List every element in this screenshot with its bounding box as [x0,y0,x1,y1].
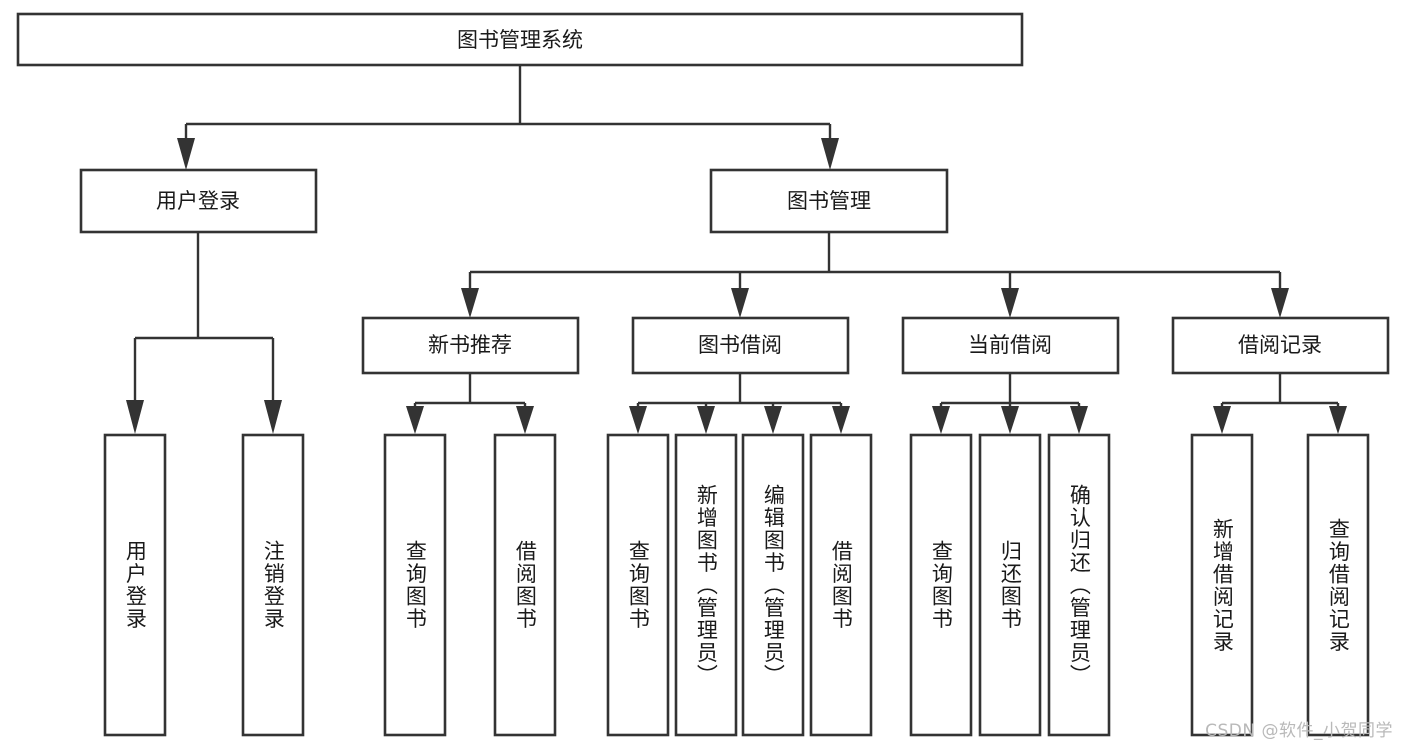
leaf-box-bb-add-book[interactable] [674,433,738,737]
node-borrow-record-box[interactable] [1171,316,1390,375]
leaf-boxes [103,433,1370,737]
arrow-to-new-book [461,288,479,318]
leaf-box-bb-query-book[interactable] [606,433,670,737]
node-user-login-box[interactable] [79,168,318,234]
leaf-box-br-add-record[interactable] [1190,433,1254,737]
node-book-manage-label: 图书管理 [787,189,871,213]
node-book-manage-box[interactable] [709,168,949,234]
leaf-box-logout[interactable] [241,433,305,737]
leaf-box-cb-return-book[interactable] [978,433,1042,737]
leaf-box-bb-edit-book[interactable] [741,433,805,737]
node-root-label: 图书管理系统 [457,28,583,52]
arrow-bb-leaf-3 [764,406,782,434]
arrow-to-leaf-logout [264,400,282,434]
leaf-box-nb-borrow-book[interactable] [493,433,557,737]
arrow-nb-leaf-2 [516,406,534,434]
arrow-br-leaf-1 [1213,406,1231,434]
arrow-to-book-borrow [731,288,749,318]
leaf-box-bb-borrow-book[interactable] [809,433,873,737]
node-book-borrow-label: 图书借阅 [698,333,782,357]
node-book-borrow-box[interactable] [631,316,850,375]
leaf-box-cb-confirm-return[interactable] [1047,433,1111,737]
node-root-box[interactable] [16,12,1024,67]
arrow-bb-leaf-4 [832,406,850,434]
arrow-bb-leaf-2 [697,406,715,434]
arrow-to-leaf-user-login [126,400,144,434]
node-borrow-record-label: 借阅记录 [1238,333,1322,357]
leaf-box-br-query-record[interactable] [1306,433,1370,737]
arrow-to-user-login [177,138,195,170]
connector-group [126,65,1347,434]
leaf-box-nb-query-book[interactable] [383,433,447,737]
leaf-box-user-login[interactable] [103,433,167,737]
leaf-box-cb-query-book[interactable] [909,433,973,737]
node-current-borrow-box[interactable] [901,316,1120,375]
node-new-book-recommend-label: 新书推荐 [428,333,512,357]
arrow-nb-leaf-1 [406,406,424,434]
arrow-cb-leaf-3 [1070,406,1088,434]
arrow-to-current-borrow [1001,288,1019,318]
node-boxes [16,12,1390,375]
arrow-to-borrow-record [1271,288,1289,318]
arrow-bb-leaf-1 [629,406,647,434]
arrow-to-book-manage [821,138,839,170]
arrow-cb-leaf-2 [1001,406,1019,434]
node-current-borrow-label: 当前借阅 [968,333,1052,357]
arrow-cb-leaf-1 [932,406,950,434]
node-user-login-label: 用户登录 [156,189,240,213]
node-labels: 图书管理系统 用户登录 图书管理 新书推荐 图书借阅 当前借阅 借阅记录 [156,28,1322,357]
watermark-text: CSDN @软件_小贺同学 [1205,721,1393,741]
arrow-br-leaf-2 [1329,406,1347,434]
node-new-book-recommend-box[interactable] [361,316,580,375]
